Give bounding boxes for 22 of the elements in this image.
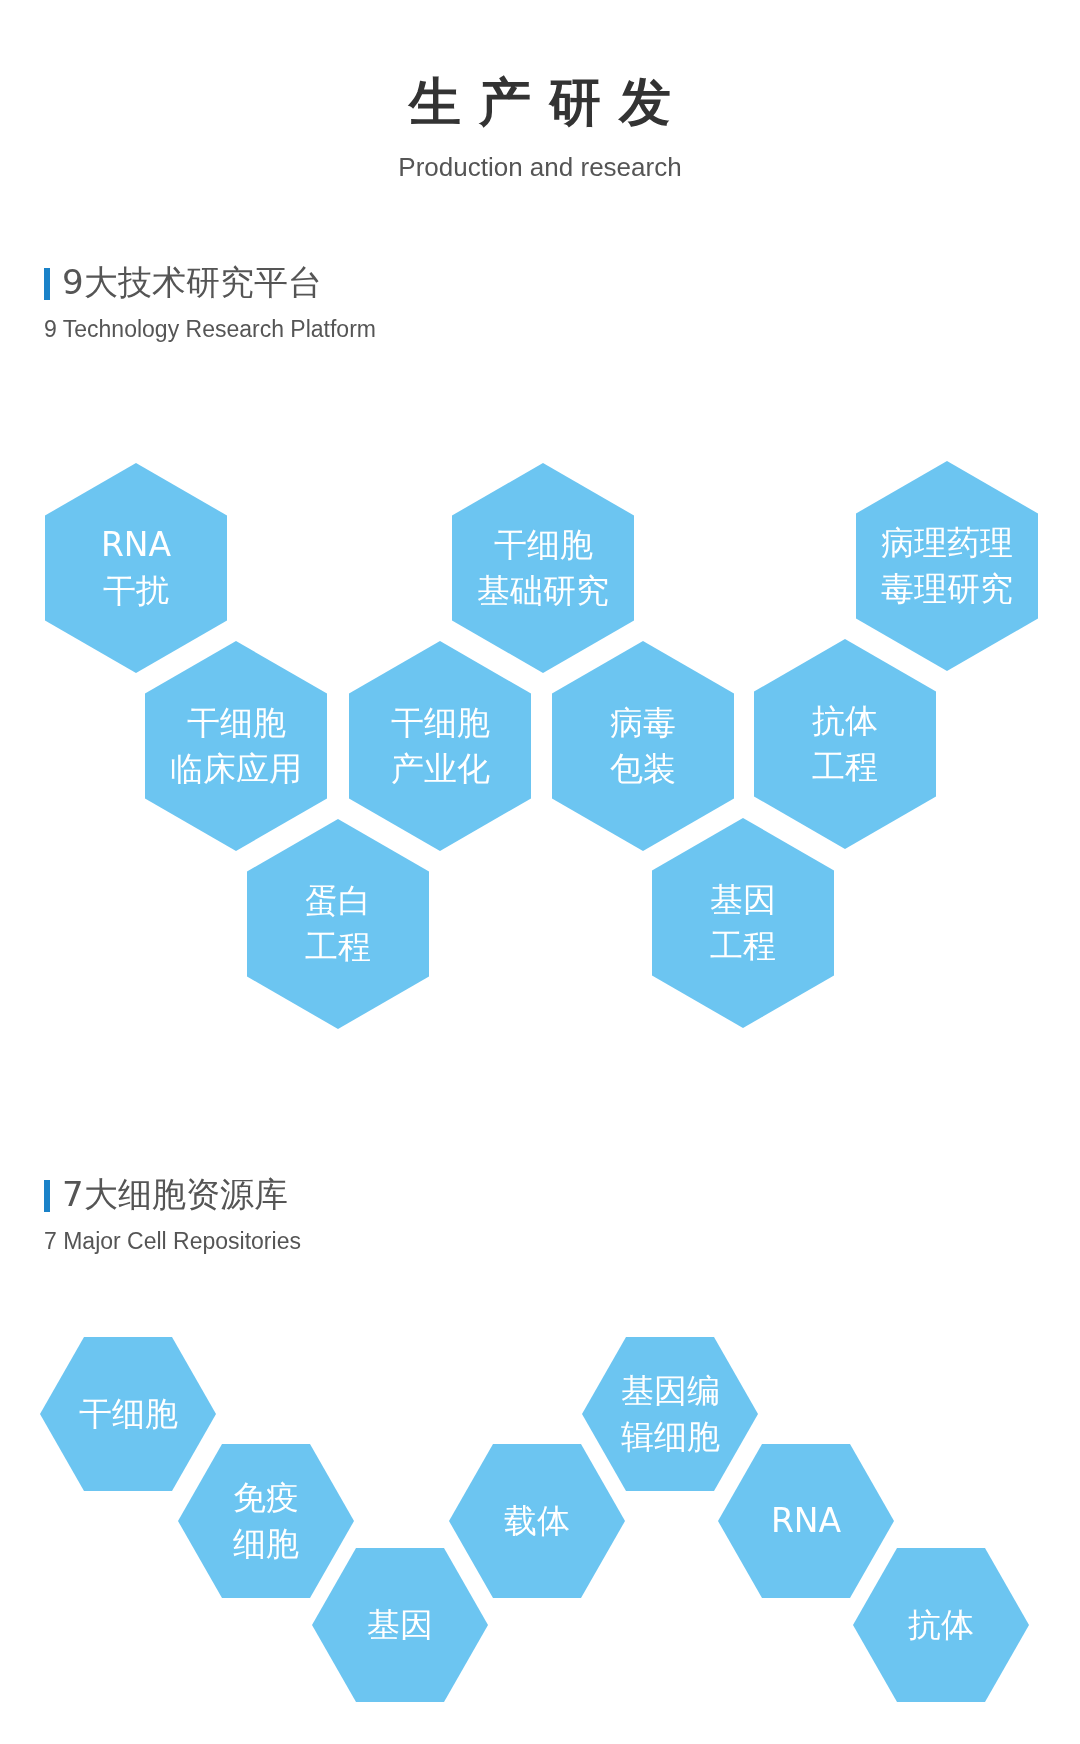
hexagon-label: 基因 — [367, 1603, 433, 1646]
section-subheading: 7 Major Cell Repositories — [44, 1228, 301, 1255]
hexagon-label: 载体 — [504, 1499, 570, 1542]
section-heading: 9大技术研究平台 — [62, 261, 322, 304]
hexagon-label: 抗体 — [908, 1603, 974, 1646]
hexagon-label: 干细胞基础研究 — [477, 523, 609, 612]
hexagon-label: 基因编辑细胞 — [620, 1369, 720, 1458]
hexagon-label: 干细胞 — [78, 1392, 178, 1435]
section-subheading: 9 Technology Research Platform — [44, 316, 376, 343]
section-heading: 7大细胞资源库 — [62, 1173, 288, 1216]
hexagon-label: 免疫细胞 — [233, 1476, 299, 1565]
hexagon-label: 抗体工程 — [812, 699, 878, 788]
hexagon-label: 蛋白工程 — [305, 879, 371, 968]
page-title: 生 产 研 发 — [407, 71, 673, 134]
hexagon-label: 基因工程 — [710, 878, 776, 967]
hexagon-label: RNA — [770, 1499, 842, 1542]
hexagon-label: 病理药理毒理研究 — [881, 521, 1013, 610]
hexagon-label: 干细胞临床应用 — [170, 701, 302, 790]
hexagon-label: 干细胞产业化 — [390, 701, 490, 790]
page-subtitle: Production and research — [397, 152, 683, 183]
hexagon-label: RNA干扰 — [100, 523, 172, 612]
hexagon-label: 病毒包装 — [610, 701, 676, 790]
